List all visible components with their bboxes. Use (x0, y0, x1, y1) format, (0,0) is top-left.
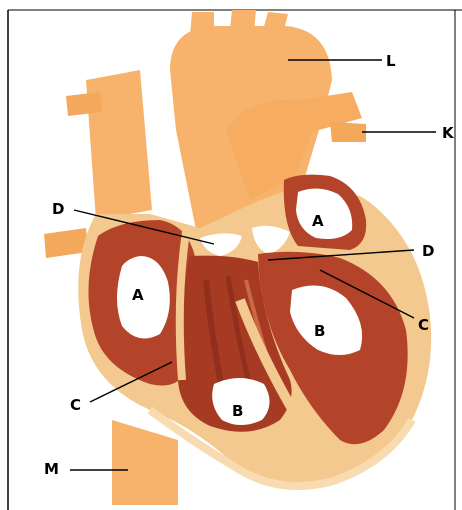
chamber-label-A-left: A (132, 286, 144, 304)
aortic-branch-2 (230, 10, 256, 32)
pulmonary-artery-branch (330, 122, 366, 142)
aortic-branch-1 (190, 12, 214, 36)
vessel-branch-upper-left (66, 92, 102, 116)
label-C-left: C (70, 396, 81, 414)
label-L: L (386, 52, 396, 70)
pulmonary-vein-left (44, 228, 88, 258)
chamber-label-B-right: B (314, 322, 325, 340)
chamber-label-B-bottom: B (232, 402, 243, 420)
label-M: M (44, 460, 59, 478)
label-D-left: D (52, 200, 64, 218)
inferior-vena-cava (112, 420, 178, 505)
label-K: K (442, 124, 455, 142)
chamber-label-A-upper-right: A (312, 212, 324, 230)
label-D-right: D (422, 242, 434, 260)
label-C-right: C (418, 316, 429, 334)
